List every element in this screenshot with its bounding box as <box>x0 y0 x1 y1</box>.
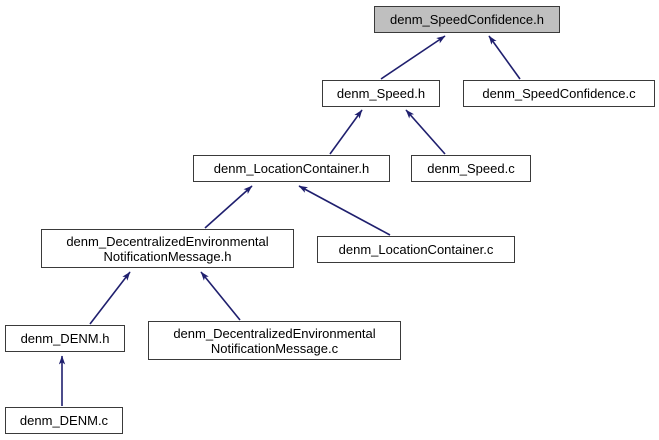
graph-edge <box>329 109 363 155</box>
graph-node-label: denm_LocationContainer.c <box>338 242 494 257</box>
graph-edge <box>380 35 446 80</box>
graph-node-label: denm_SpeedConfidence.h <box>390 12 544 27</box>
graph-node-label: denm_DENM.c <box>19 413 109 428</box>
graph-node-label: denm_SpeedConfidence.c <box>482 86 636 101</box>
graph-node-denm-message-c[interactable]: denm_DecentralizedEnvironmental Notifica… <box>148 321 401 360</box>
graph-node-denm-message-h[interactable]: denm_DecentralizedEnvironmental Notifica… <box>41 229 294 268</box>
graph-node-locationcontainer-h[interactable]: denm_LocationContainer.h <box>193 155 390 182</box>
graph-edge <box>488 35 521 80</box>
graph-node-denm-h[interactable]: denm_DENM.h <box>5 325 125 352</box>
graph-edge <box>204 185 253 229</box>
graph-node-speed-h[interactable]: denm_Speed.h <box>322 80 440 107</box>
graph-edge <box>405 109 446 155</box>
graph-node-label: denm_DecentralizedEnvironmental Notifica… <box>66 233 269 264</box>
graph-node-label: denm_Speed.c <box>427 161 515 176</box>
graph-node-denm-c[interactable]: denm_DENM.c <box>5 407 123 434</box>
graph-edge <box>89 271 131 325</box>
graph-node-speed-c[interactable]: denm_Speed.c <box>411 155 531 182</box>
graph-edge <box>298 185 391 236</box>
graph-node-speedconfidence-h[interactable]: denm_SpeedConfidence.h <box>374 6 560 33</box>
graph-node-speedconfidence-c[interactable]: denm_SpeedConfidence.c <box>463 80 655 107</box>
graph-edge <box>200 271 241 321</box>
graph-node-locationcontainer-c[interactable]: denm_LocationContainer.c <box>317 236 515 263</box>
graph-node-label: denm_DecentralizedEnvironmental Notifica… <box>173 325 376 356</box>
graph-node-label: denm_Speed.h <box>336 86 426 101</box>
graph-node-label: denm_LocationContainer.h <box>213 161 370 176</box>
graph-node-label: denm_DENM.h <box>20 331 110 346</box>
